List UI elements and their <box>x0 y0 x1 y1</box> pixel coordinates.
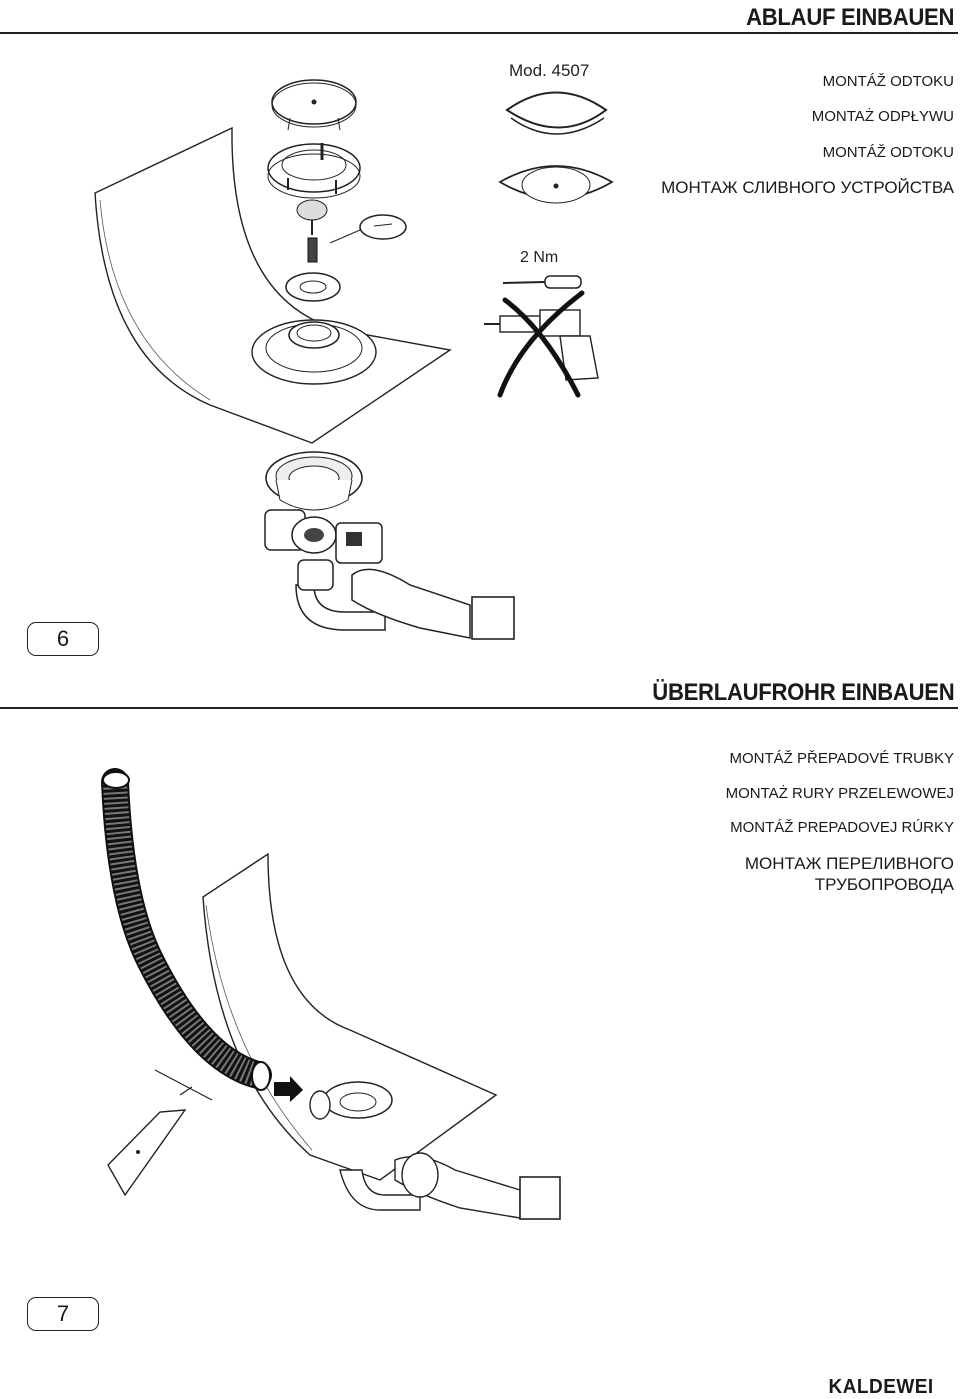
drain-unit <box>264 451 515 640</box>
arrow-icon <box>274 1076 303 1102</box>
lang-cz-drain: MONTÁŽ ODTOKU <box>822 73 954 90</box>
lang-pl-drain: MONTAŻ ODPŁYWU <box>811 108 954 125</box>
lang-pl-overflow: MONTAŻ RURY PRZELEWOWEJ <box>725 785 954 802</box>
tub-drain-opening <box>251 319 377 385</box>
section1-title: ABLAUF EINBAUEN <box>745 4 954 31</box>
strainer <box>285 272 341 302</box>
screwdriver-icon <box>502 275 582 289</box>
step-7-badge: 7 <box>27 1297 99 1331</box>
cross-out-icon <box>497 290 585 398</box>
section2-rule <box>0 707 958 709</box>
drain-assembly-illustration <box>94 79 614 640</box>
lang-ru-overflow-1: МОНТАЖ ПЕРЕЛИВНОГО <box>744 854 954 873</box>
lang-ru-overflow-2: ТРУБОПРОВОДА <box>814 875 954 894</box>
lang-ru-drain: МОНТАЖ СЛИВНОГО УСТРОЙСТВА <box>661 178 954 197</box>
drain-screw <box>307 237 318 263</box>
model-label: Mod. 4507 <box>509 61 590 80</box>
section2-title: ÜBERLAUFROHR EINBAUEN <box>651 679 954 706</box>
lang-cz-overflow: MONTÁŽ PŘEPADOVÉ TRUBKY <box>729 750 954 767</box>
lang-sk-overflow: MONTÁŽ PREPADOVEJ RÚRKY <box>730 819 954 836</box>
tub-wall-2 <box>202 852 498 1181</box>
torque-label: 2 Nm <box>520 249 559 266</box>
overflow-grate <box>359 214 407 240</box>
utility-knife-icon <box>107 1109 187 1197</box>
lang-sk-drain: MONTÁŽ ODTOKU <box>822 144 954 161</box>
step-6-badge: 6 <box>27 622 99 656</box>
square-cover <box>505 91 608 129</box>
brand-logo: KALDEWEI <box>828 1376 934 1398</box>
section1-rule <box>0 32 958 34</box>
